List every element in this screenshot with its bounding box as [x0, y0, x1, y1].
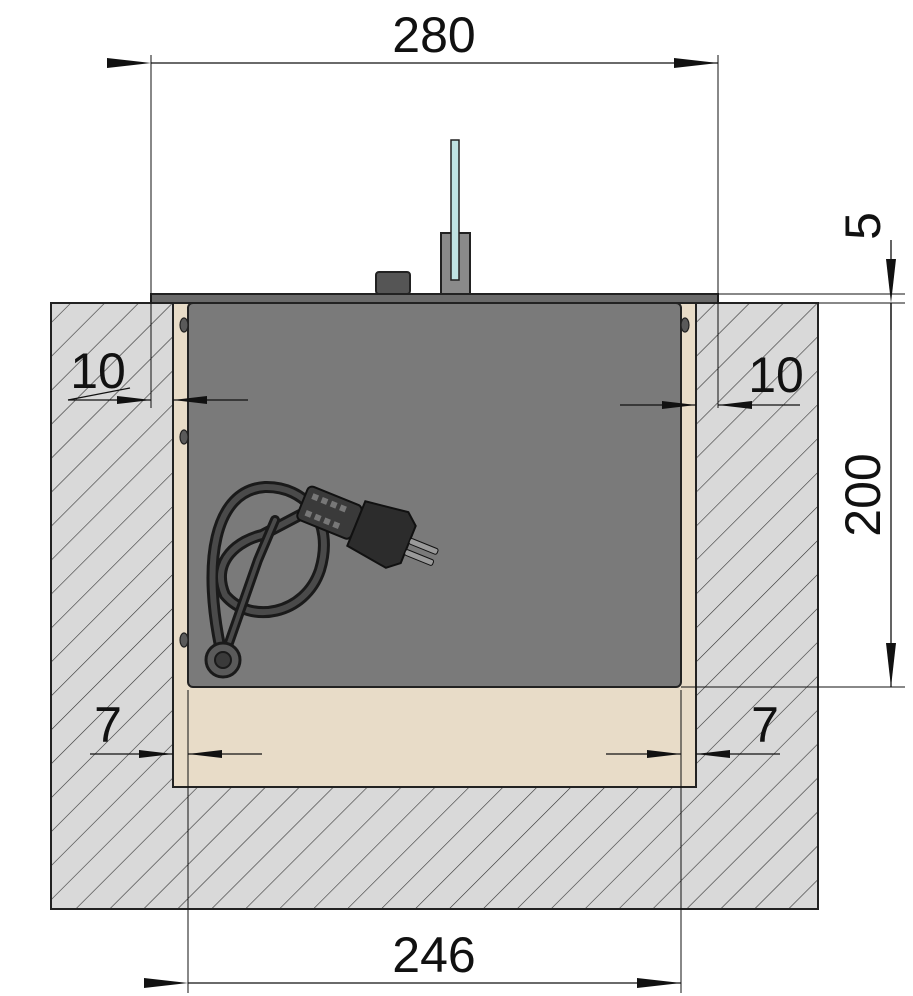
dimension-flange-thickness: 5 — [835, 212, 895, 330]
dimension-body-width: 246 — [144, 927, 681, 988]
schuko-plug-icon — [296, 485, 439, 569]
housing-body — [187, 302, 682, 688]
control-knob — [375, 271, 411, 295]
dimension-label-200: 200 — [835, 453, 891, 536]
dimension-left-gap-bottom: 7 — [90, 697, 262, 758]
housing-screws — [179, 317, 690, 648]
dimension-overall-width: 280 — [107, 7, 718, 68]
dimension-label-left-7: 7 — [94, 697, 122, 753]
top-flange — [150, 293, 719, 304]
dimension-right-gap-bottom: 7 — [606, 697, 780, 758]
dimension-label-left-10: 10 — [70, 343, 126, 399]
antenna-rod — [450, 139, 460, 281]
dimension-label-right-7: 7 — [751, 697, 779, 753]
dimension-left-gap-top: 10 — [67, 343, 248, 404]
dimension-label-246: 246 — [392, 927, 475, 983]
dimension-body-height: 200 — [835, 259, 896, 687]
extension-lines — [150, 55, 905, 993]
dimension-label-5: 5 — [835, 212, 891, 240]
power-cable-coil — [204, 480, 330, 679]
dimension-right-gap-top: 10 — [620, 347, 804, 409]
dimension-label-280: 280 — [392, 7, 475, 63]
dimension-label-right-10: 10 — [748, 347, 804, 403]
